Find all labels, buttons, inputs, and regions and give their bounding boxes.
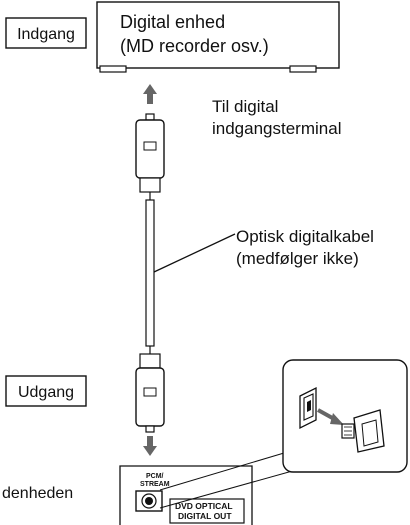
rear-panel: PCM/ STREAM DVD OPTICAL DIGITAL OUT xyxy=(119,465,253,525)
socket-cap-icon xyxy=(299,386,317,430)
input-label: Indgang xyxy=(17,26,75,43)
digital-device: Digital enhed (MD recorder osv.) xyxy=(96,1,340,73)
top-connector-plug xyxy=(135,113,165,200)
output-label-box: Udgang xyxy=(5,375,87,407)
arrow-up-icon xyxy=(143,84,157,104)
jack-label-line2: DIGITAL OUT xyxy=(178,511,232,521)
output-label: Udgang xyxy=(18,384,74,401)
callout-line-lower xyxy=(159,469,297,509)
jack-top-label-line2: STREAM xyxy=(140,481,170,488)
terminal-label-line2: indgangsterminal xyxy=(212,119,341,138)
terminal-label-line1: Til digital xyxy=(212,97,278,116)
jack-label-line1: DVD OPTICAL xyxy=(175,501,233,511)
jack-top-label-line1: PCM/ xyxy=(146,473,164,480)
dust-cap-icon xyxy=(341,409,385,453)
cable-label-line2: (medfølger ikke) xyxy=(236,249,359,268)
cable-label-line1: Optisk digitalkabel xyxy=(236,227,374,246)
input-label-box: Indgang xyxy=(5,17,87,49)
cable-leader-line xyxy=(153,233,236,273)
device-name-line1: Digital enhed xyxy=(120,12,225,32)
bottom-connector-plug xyxy=(135,346,165,433)
device-name-line2: (MD recorder osv.) xyxy=(120,36,269,56)
inset-detail xyxy=(282,359,408,473)
arrow-down-icon xyxy=(143,436,157,456)
main-unit-label: denheden xyxy=(2,485,73,502)
optical-cable xyxy=(145,199,155,347)
optical-jack-icon xyxy=(135,490,163,512)
callout-line-upper xyxy=(159,452,285,491)
remove-cap-arrow-icon xyxy=(317,408,344,425)
